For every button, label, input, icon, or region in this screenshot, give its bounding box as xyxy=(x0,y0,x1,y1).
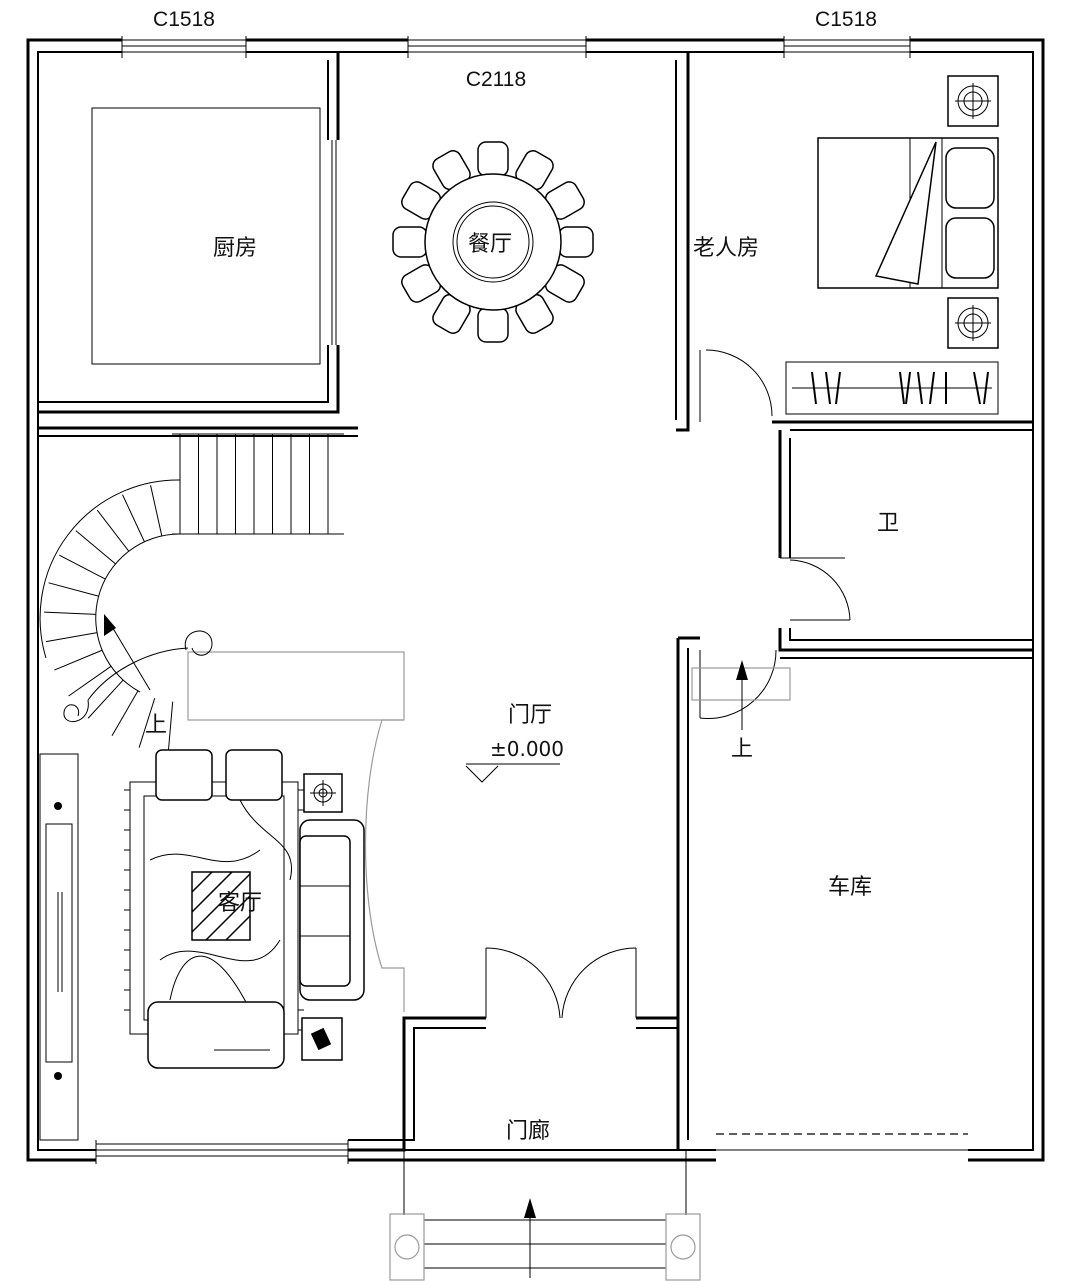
stair-spiral-tread xyxy=(75,530,116,565)
stair-outer-rail xyxy=(39,479,181,659)
dining-chair xyxy=(477,141,509,177)
porch-column-left xyxy=(389,1213,425,1281)
dining-table-top xyxy=(424,173,562,311)
double-bed xyxy=(817,137,999,289)
window-living-bottom xyxy=(95,1140,349,1164)
stair-spiral-tread xyxy=(68,665,112,697)
window-c1518-right xyxy=(783,36,911,58)
handrail-scroll xyxy=(63,699,89,722)
stair-label-garage-up: 上 xyxy=(731,737,753,762)
stair-spiral-tread xyxy=(96,509,130,552)
stair-spiral-tread xyxy=(59,554,106,580)
room-label-bathroom: 卫 xyxy=(877,511,899,536)
kitchen-counter xyxy=(91,107,321,365)
side-table-lamp xyxy=(303,773,343,813)
garage-door xyxy=(716,1133,968,1162)
room-label-garage: 车库 xyxy=(828,875,872,900)
stair-direction-arrowhead xyxy=(104,614,116,636)
elevation-marker xyxy=(465,763,560,783)
nightstand-bottom xyxy=(947,297,999,349)
stair-handrail xyxy=(87,647,189,701)
room-label-porch: 门廊 xyxy=(506,1119,550,1144)
room-label-elder-room: 老人房 xyxy=(693,236,759,261)
sofa-bottom xyxy=(147,1001,285,1069)
room-label-dining: 餐厅 xyxy=(468,232,512,257)
staircase xyxy=(39,433,405,754)
coffee-table xyxy=(191,871,251,941)
dining-chair xyxy=(558,226,594,258)
stair-spiral-tread xyxy=(45,632,98,643)
stair-direction-arrow xyxy=(107,619,151,691)
wardrobe xyxy=(785,361,999,415)
window-code-top-left: C1518 xyxy=(153,8,215,31)
stair-spiral-tread xyxy=(48,582,99,597)
stair-spiral-tread xyxy=(54,649,103,671)
door-garage xyxy=(691,649,791,719)
room-label-kitchen: 厨房 xyxy=(213,236,257,261)
room-label-living: 客厅 xyxy=(218,891,262,916)
dining-chair xyxy=(392,226,428,258)
stair-spiral-tread xyxy=(138,697,156,748)
dining-table-lazy-susan xyxy=(452,201,534,283)
armchairs xyxy=(155,749,283,801)
stair-label-spiral-up: 上 xyxy=(145,713,167,738)
door-entrance-double xyxy=(485,947,637,1019)
garage-stair-arrow xyxy=(736,660,748,730)
window-code-top-right: C1518 xyxy=(815,8,877,31)
stair-inner-rail xyxy=(95,533,181,693)
stair-spiral-tread xyxy=(150,485,163,537)
elevation-text: ±0.000 xyxy=(490,737,564,761)
window-c1518-left xyxy=(121,36,247,58)
door-bathroom xyxy=(780,557,851,621)
dining-table xyxy=(392,141,594,343)
stair-spiral-tread xyxy=(111,690,139,737)
porch-steps xyxy=(424,1198,666,1278)
room-label-foyer: 门厅 xyxy=(508,703,552,728)
nightstand-top xyxy=(947,75,999,127)
window-code-top-center: C2118 xyxy=(466,68,526,91)
porch-column-right xyxy=(665,1213,701,1281)
stair-spiral-tread xyxy=(87,679,124,719)
stair-spiral-tread xyxy=(122,494,145,543)
handrail-scroll xyxy=(184,630,213,656)
door-elder-room xyxy=(699,349,773,422)
living-opening xyxy=(364,719,405,1012)
dining-chair xyxy=(477,307,509,343)
sofa-long xyxy=(299,819,365,1001)
side-table-phone xyxy=(301,1017,343,1061)
stair-spiral-tread xyxy=(44,611,97,615)
tv-cabinet xyxy=(39,753,79,1141)
dining-table-inner-ring xyxy=(456,205,530,279)
window-c2118-center xyxy=(407,36,587,58)
stair-spiral-tread xyxy=(167,701,174,754)
